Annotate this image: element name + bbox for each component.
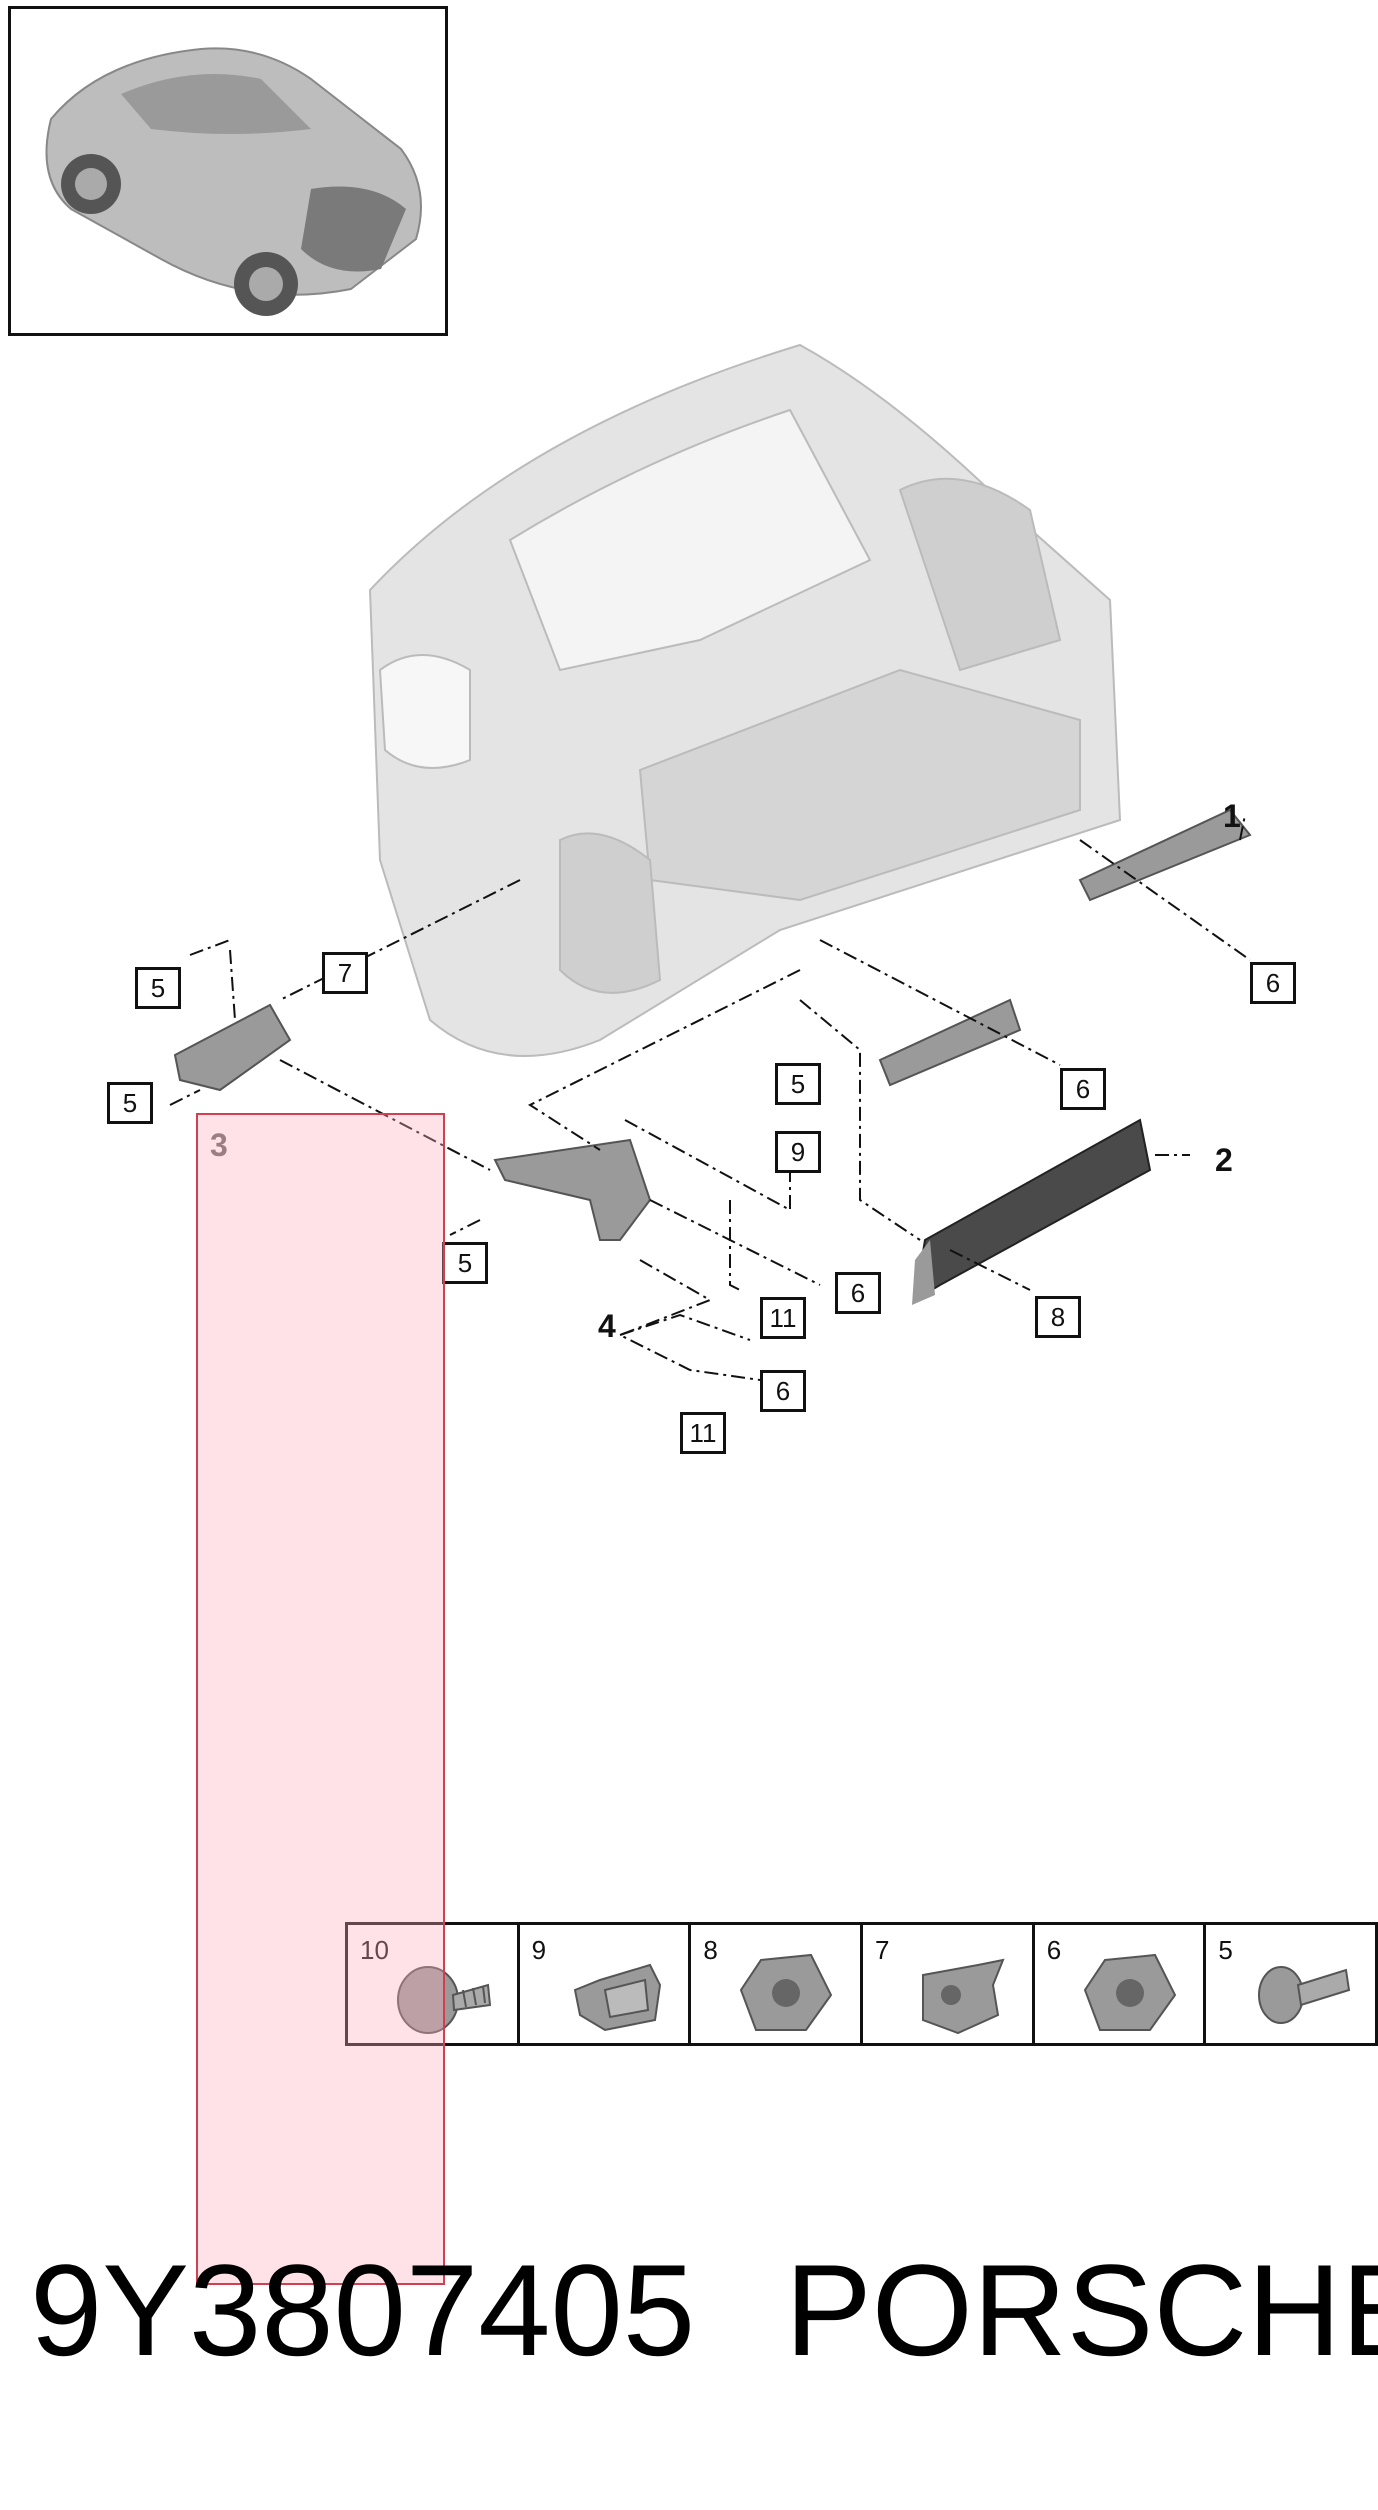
flange-nut-icon: [1083, 1953, 1176, 2031]
vehicle-thumbnail: [8, 6, 448, 336]
callout-5d: 5: [442, 1242, 488, 1284]
rear-body-shell: [368, 343, 1122, 1057]
bolt-icon: [1258, 1966, 1351, 2024]
clip-icon: [573, 1963, 661, 2032]
exploded-diagram: [169, 343, 1252, 1381]
callout-6d: 6: [760, 1370, 806, 1412]
brand-name: PORSCHE: [785, 2237, 1378, 2383]
callout-5b: 5: [107, 1082, 153, 1124]
part-label: 9: [531, 1935, 547, 1965]
bracket-3: [173, 1003, 292, 1092]
callout-2: 2: [1215, 1142, 1233, 1178]
part-cell-6: 6: [1035, 1925, 1207, 2043]
callout-5c: 5: [775, 1063, 821, 1105]
callout-9: 9: [775, 1131, 821, 1173]
callout-1: 1: [1223, 798, 1241, 834]
callout-6a: 6: [1250, 962, 1296, 1004]
car-icon: [45, 47, 422, 316]
part-label: 6: [1046, 1935, 1062, 1965]
callout-8: 8: [1035, 1296, 1081, 1338]
part-label: 5: [1218, 1935, 1233, 1965]
callout-6c: 6: [835, 1272, 881, 1314]
callout-3: 3: [210, 1127, 228, 1163]
part-label: 7: [875, 1935, 890, 1965]
cover-2: [913, 1118, 1152, 1302]
bracket-4: [493, 1138, 652, 1241]
fastener-parts-strip: 10 9 8 7 6 5: [345, 1922, 1378, 2046]
part-cell-7: 7: [863, 1925, 1035, 2043]
callout-5a: 5: [135, 967, 181, 1009]
bracket-1: [1078, 808, 1252, 902]
highlight-overlay: [196, 1113, 445, 2285]
part-number: 9Y3807405: [30, 2237, 696, 2383]
callout-11a: 11: [760, 1297, 806, 1339]
callout-4: 4: [598, 1308, 616, 1344]
clip-nut-icon: [922, 1958, 1005, 2035]
part-cell-8: 8: [691, 1925, 864, 2043]
part-cell-9: 9: [520, 1925, 692, 2043]
part-cell-5: 5: [1206, 1925, 1375, 2043]
callout-6b: 6: [1060, 1068, 1106, 1110]
callout-7: 7: [322, 952, 368, 994]
part-label: 8: [703, 1935, 718, 1965]
part-label: 10: [360, 1935, 389, 1965]
flange-nut-icon: [740, 1953, 833, 2031]
callout-11b: 11: [680, 1412, 726, 1454]
bracket-lower: [878, 998, 1022, 1087]
